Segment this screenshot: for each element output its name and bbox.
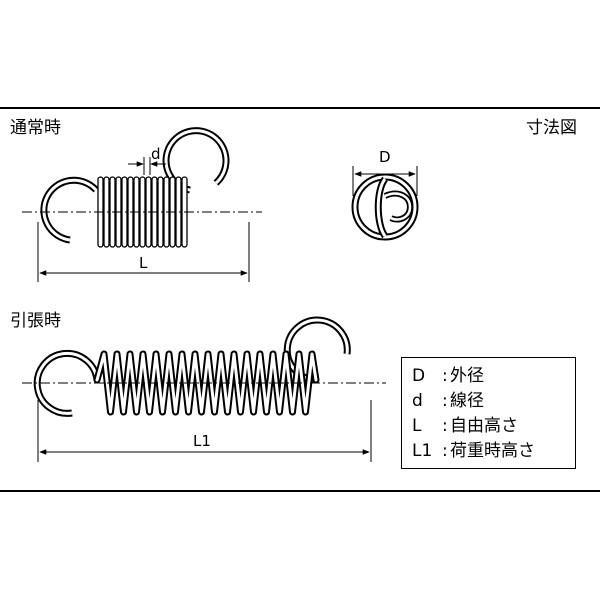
- heading-extended-state: 引張時: [10, 311, 61, 331]
- legend-symbol: d: [412, 391, 423, 411]
- legend-colon: :: [442, 391, 448, 411]
- legend-row: d : 線径: [412, 389, 575, 414]
- legend-colon: :: [442, 366, 448, 386]
- free-length-dimension: [37, 222, 250, 282]
- legend-box: D : 外径 d : 線径 L : 自由高さ L1 : 荷重時高さ: [401, 357, 576, 469]
- legend-meaning: 荷重時高さ: [450, 441, 535, 461]
- diagram-frame: [0, 107, 600, 492]
- legend-colon: :: [442, 441, 448, 461]
- outer-diameter-dimension: [352, 166, 418, 196]
- legend-colon: :: [442, 416, 448, 436]
- heading-dimension-diagram: 寸法図: [526, 118, 577, 138]
- legend-row: L1 : 荷重時高さ: [412, 439, 575, 464]
- label-wire-diameter: d: [151, 145, 161, 163]
- label-outer-diameter: D: [379, 148, 391, 166]
- legend-meaning: 自由高さ: [450, 416, 518, 436]
- legend-symbol: D: [412, 366, 426, 386]
- label-loaded-length: L1: [193, 432, 211, 450]
- label-free-length: L: [139, 254, 148, 272]
- extended-spring: [22, 316, 386, 417]
- legend-row: L : 自由高さ: [412, 414, 575, 439]
- legend-meaning: 外径: [450, 366, 484, 386]
- legend-meaning: 線径: [450, 391, 484, 411]
- extended-coil-body: [93, 350, 320, 416]
- normal-spring: [22, 127, 262, 248]
- heading-normal-state: 通常時: [10, 118, 61, 138]
- legend-symbol: L1: [412, 441, 433, 461]
- end-view: [351, 173, 419, 241]
- coil-wire-highlight: [95, 352, 318, 414]
- loaded-length-dimension: [37, 400, 372, 462]
- legend-symbol: L: [412, 416, 422, 436]
- legend-row: D : 外径: [412, 364, 575, 389]
- wire-diameter-dimension: [128, 157, 166, 175]
